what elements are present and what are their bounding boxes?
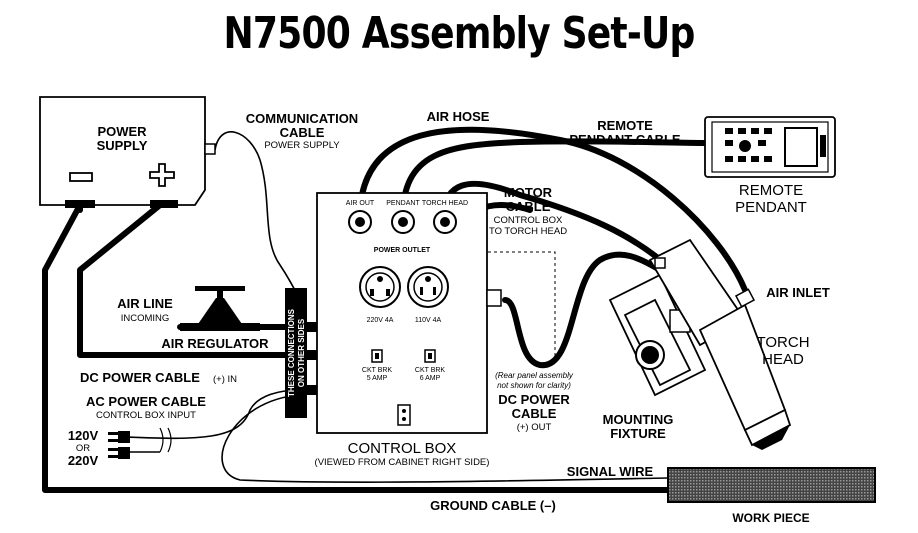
ac-plugs [108,427,172,459]
these-connections-label-2: ON OTHER SIDES [297,318,306,387]
outlet-220-icon: 220V 4A [359,266,401,324]
power-supply-label-1: POWER [97,124,147,139]
torch-head-label-2: HEAD [762,351,804,368]
power-supply: POWER SUPPLY [39,96,216,208]
rear-panel-note-1: (Rear panel assembly [495,371,574,380]
mounting-fixture-label-1: MOUNTING [603,412,674,427]
svg-text:AIR OUT: AIR OUT [346,200,375,207]
ground-cable-label: GROUND CABLE (–) [430,498,556,513]
torch-head-label-1: TORCH [756,334,809,351]
rear-panel-note-2: not shown for clarity) [497,381,571,390]
control-box-label: CONTROL BOX [348,440,457,457]
breaker-5a-icon: CKT BRK 5 AMP [362,349,393,382]
communication-cable [214,131,301,301]
connector-pendant: PENDANT [386,200,420,234]
minus-terminal-icon [69,172,93,182]
ground-cable [42,202,671,493]
v120-label: 120V [68,428,99,443]
connector-air-out: AIR OUT [346,200,375,234]
air-line-label: AIR LINE [117,296,173,311]
v220-label: 220V [68,453,99,468]
work-piece: WORK PIECE [667,467,876,525]
power-supply-label-2: SUPPLY [97,138,148,153]
dc-power-cable-in-sub: (+) IN [213,374,237,385]
remote-pendant-cable [399,138,708,225]
motor-cable-label-1: MOTOR [504,185,553,200]
remote-pendant-label-1: REMOTE [739,182,803,199]
ac-power-cable-label: AC POWER CABLE [86,394,206,409]
dc-power-cable-in-label: DC POWER CABLE [80,370,200,385]
dc-power-cable-out-label-1: DC POWER [498,392,570,407]
outlet-110-icon: 110V 4A [407,266,449,324]
svg-text:5 AMP: 5 AMP [367,375,388,382]
diagram-title: N7500 Assembly Set-Up [223,8,696,59]
svg-text:220V 4A: 220V 4A [367,317,394,324]
or-label: OR [76,443,90,454]
torch-head [608,238,792,450]
svg-text:CKT BRK: CKT BRK [362,367,393,374]
motor-cable-sub-2: TO TORCH HEAD [489,226,567,237]
motor-cable-sub-1: CONTROL BOX [494,215,563,226]
control-box-sub-label: (VIEWED FROM CABINET RIGHT SIDE) [315,457,490,468]
air-inlet-label: AIR INLET [766,285,830,300]
signal-wire-label: SIGNAL WIRE [567,464,654,479]
connector-torch-head: TORCH HEAD [422,200,468,234]
remote-pendant-cable-label-1: REMOTE [597,118,653,133]
dc-power-cable-out-label-2: CABLE [512,406,557,421]
svg-text:CKT BRK: CKT BRK [415,367,446,374]
svg-text:6 AMP: 6 AMP [420,375,441,382]
dc-power-cable-in [77,202,288,358]
signal-wire [221,394,669,483]
svg-text:PENDANT: PENDANT [386,200,420,207]
remote-pendant-label-2: PENDANT [735,199,807,216]
rear-panel-outline [488,251,556,365]
communication-cable-sub: POWER SUPPLY [264,140,340,151]
callout-labels: COMMUNICATION CABLE POWER SUPPLY AIR HOS… [68,109,830,513]
remote-pendant-cable-label-2: PENDANT CABLE [569,132,681,147]
dc-power-cable-out-sub: (+) OUT [517,422,552,433]
remote-pendant: REMOTE PENDANT [704,116,836,216]
ac-power-cable-sub: CONTROL BOX INPUT [96,410,196,421]
air-regulator [180,286,260,331]
these-connections-label-1: THESE CONNECTIONS [287,308,296,397]
svg-text:TORCH HEAD: TORCH HEAD [422,200,468,207]
breaker-6a-icon: CKT BRK 6 AMP [415,349,446,382]
work-piece-label: WORK PIECE [732,511,809,525]
air-hose-label: AIR HOSE [427,109,490,124]
power-outlet-label: POWER OUTLET [374,247,431,254]
connections-strip: THESE CONNECTIONS ON OTHER SIDES [285,288,317,418]
communication-cable-label-2: CABLE [280,125,325,140]
air-regulator-label: AIR REGULATOR [161,336,269,351]
air-line-sub: INCOMING [121,313,170,324]
dc-power-cable-out [502,251,663,369]
svg-text:110V 4A: 110V 4A [415,317,442,324]
control-box: AIR OUT PENDANT TORCH HEAD POWER OUTLET … [315,192,502,468]
plus-terminal-icon [149,163,175,187]
ac-power-cable [124,389,301,440]
communication-cable-label-1: COMMUNICATION [246,111,358,126]
mounting-fixture-label-2: FIXTURE [610,426,666,441]
motor-cable-label-2: CABLE [506,199,551,214]
